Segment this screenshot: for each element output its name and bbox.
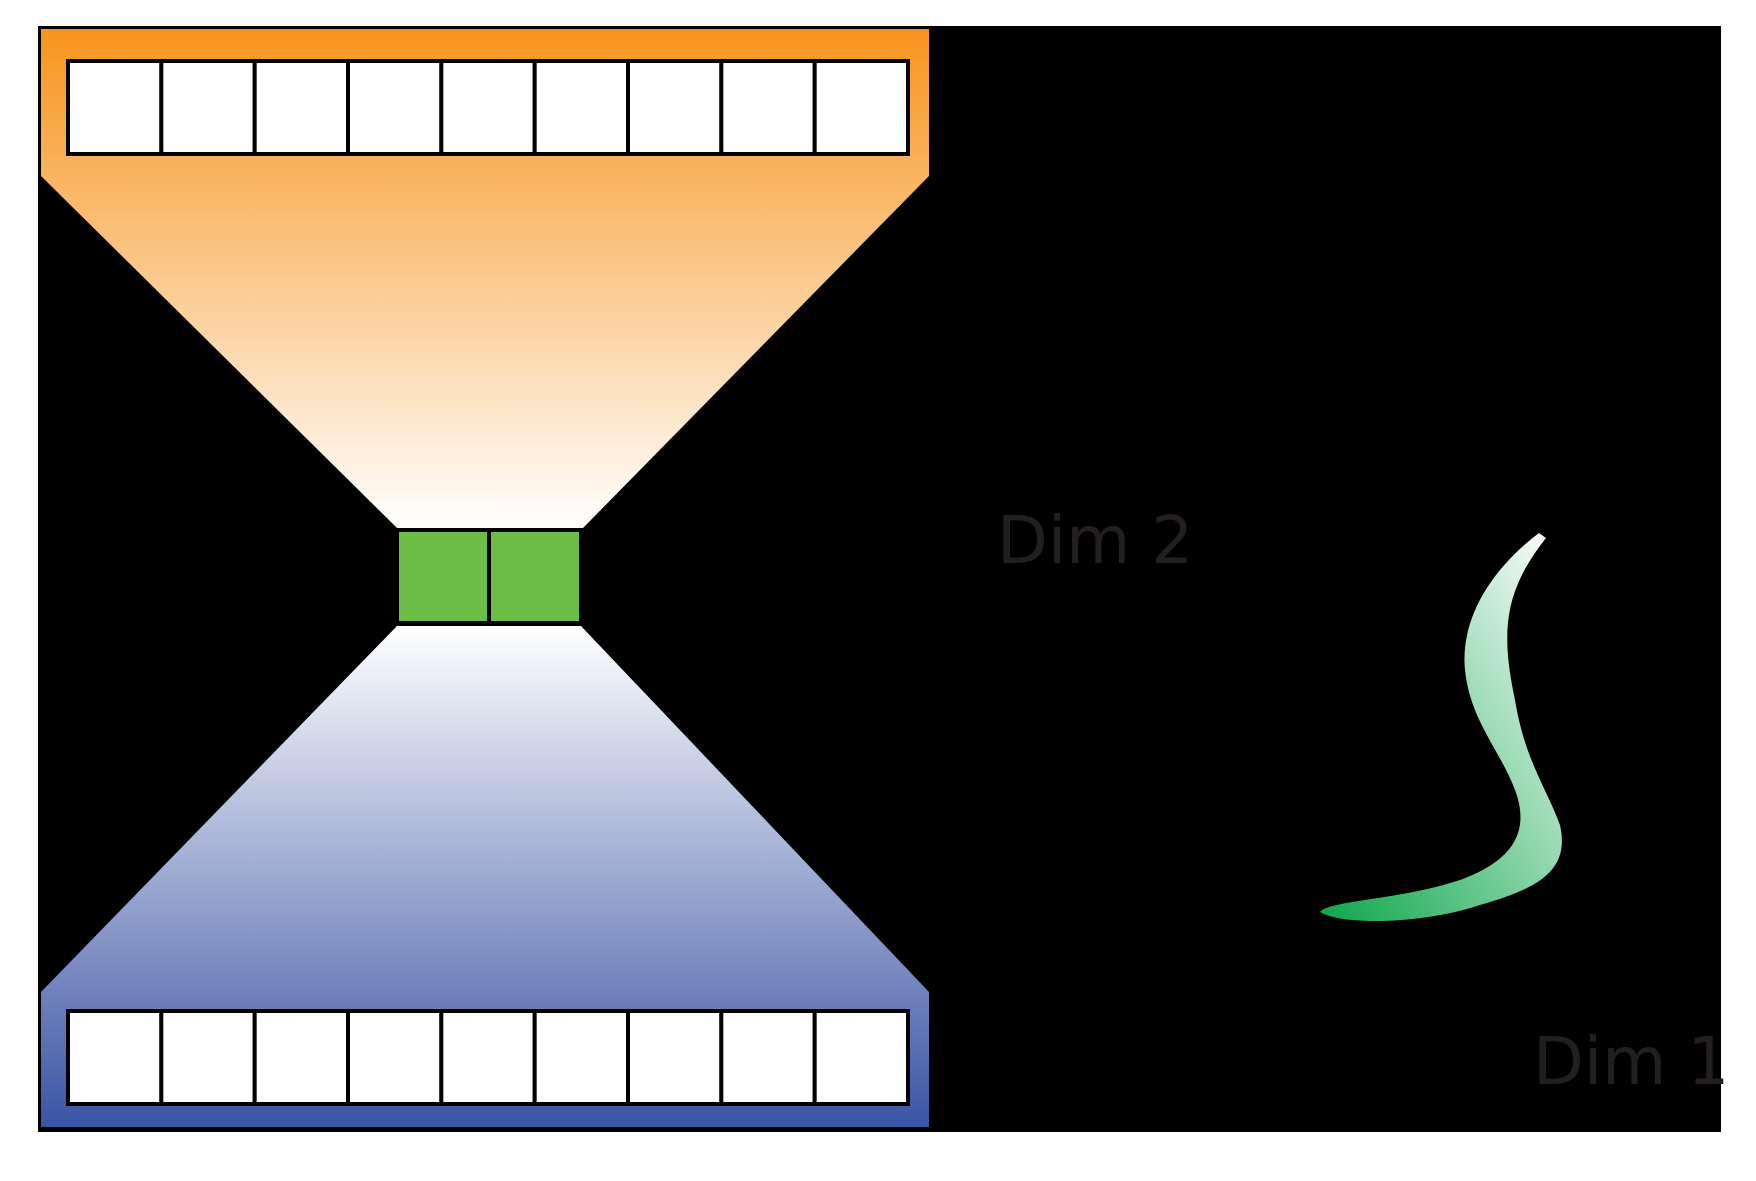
dim1-axis-label: Dim 1 xyxy=(1533,1023,1729,1100)
input-cell-6 xyxy=(532,59,631,156)
decoder-funnel xyxy=(41,626,929,1127)
input-cell-8 xyxy=(719,59,817,156)
latent-cell-2 xyxy=(487,528,583,625)
input-cell-9 xyxy=(812,59,911,156)
input-cell-5 xyxy=(439,59,537,156)
output-cell-5 xyxy=(439,1009,537,1106)
latent-manifold-curve xyxy=(1320,533,1562,922)
output-cell-3 xyxy=(252,1009,351,1106)
output-cell-7 xyxy=(626,1009,724,1106)
output-vector xyxy=(66,1009,911,1106)
input-cell-2 xyxy=(159,59,257,156)
latent-vector xyxy=(395,528,583,625)
output-cell-9 xyxy=(812,1009,911,1106)
output-cell-4 xyxy=(346,1009,444,1106)
output-cell-8 xyxy=(719,1009,817,1106)
input-cell-7 xyxy=(626,59,724,156)
output-cell-1 xyxy=(66,1009,164,1106)
output-cell-6 xyxy=(532,1009,631,1106)
input-vector xyxy=(66,59,911,156)
dim2-axis-label: Dim 2 xyxy=(997,502,1193,579)
output-cell-2 xyxy=(159,1009,257,1106)
input-cell-3 xyxy=(252,59,351,156)
latent-cell-1 xyxy=(395,528,491,625)
input-cell-1 xyxy=(66,59,164,156)
input-cell-4 xyxy=(346,59,444,156)
